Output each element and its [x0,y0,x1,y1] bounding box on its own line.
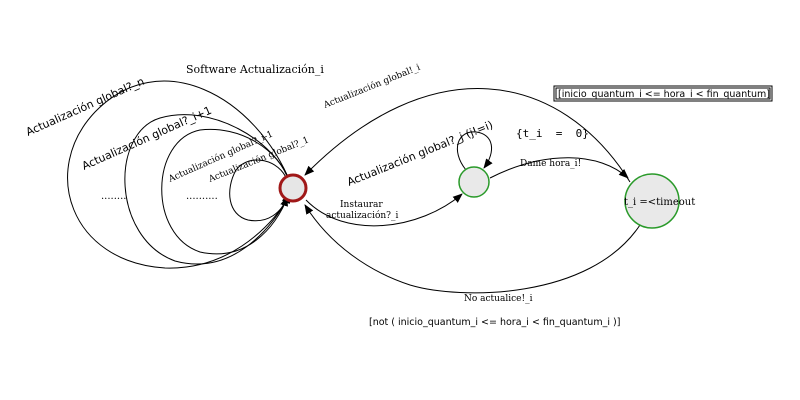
label-reset-clock: {t_i = 0} [516,127,589,140]
timeout-state-invariant: t_i =<timeout [624,197,695,208]
loop-global-update-n [67,80,292,269]
guard-not-in-quantum: [not ( inicio_quantum_i <= hora_i < fin_… [369,317,620,328]
label-global-update-n: Actualización global?_n [24,75,146,139]
label-instaurar-line2: actualización?_i [326,210,399,221]
edge-global-update-out [304,88,631,183]
label-software-update: Software Actualización_i [186,63,324,76]
edge-instaurar [305,193,463,227]
loop-global-update-i-plus-1 [124,114,291,265]
label-instaurar-line1: Instaurar [340,200,383,210]
timeout-state[interactable] [624,173,680,229]
guard-in-quantum: [inicio_quantum_i <= hora_i < fin_quantu… [558,89,770,100]
edge-dame-hora [489,157,629,179]
label-dots-left: ........ [101,191,126,202]
guard-box-outer [553,85,773,102]
label-dame-hora: Dame hora_i! [520,159,581,169]
label-dots-right: .......... [186,191,218,202]
initial-state[interactable] [278,173,308,203]
label-no-actualice: No actualice!_i [464,294,533,304]
edge-middle-self-loop [456,131,493,171]
guard-box-inner [555,87,771,100]
edge-no-actualice [304,204,641,294]
middle-state[interactable] [458,166,490,198]
loop-global-update-1 [229,159,288,222]
loop-global-update-i-minus-1 [161,128,290,255]
label-global-update-i-plus-1: Actualización global?_i+1 [80,104,214,173]
